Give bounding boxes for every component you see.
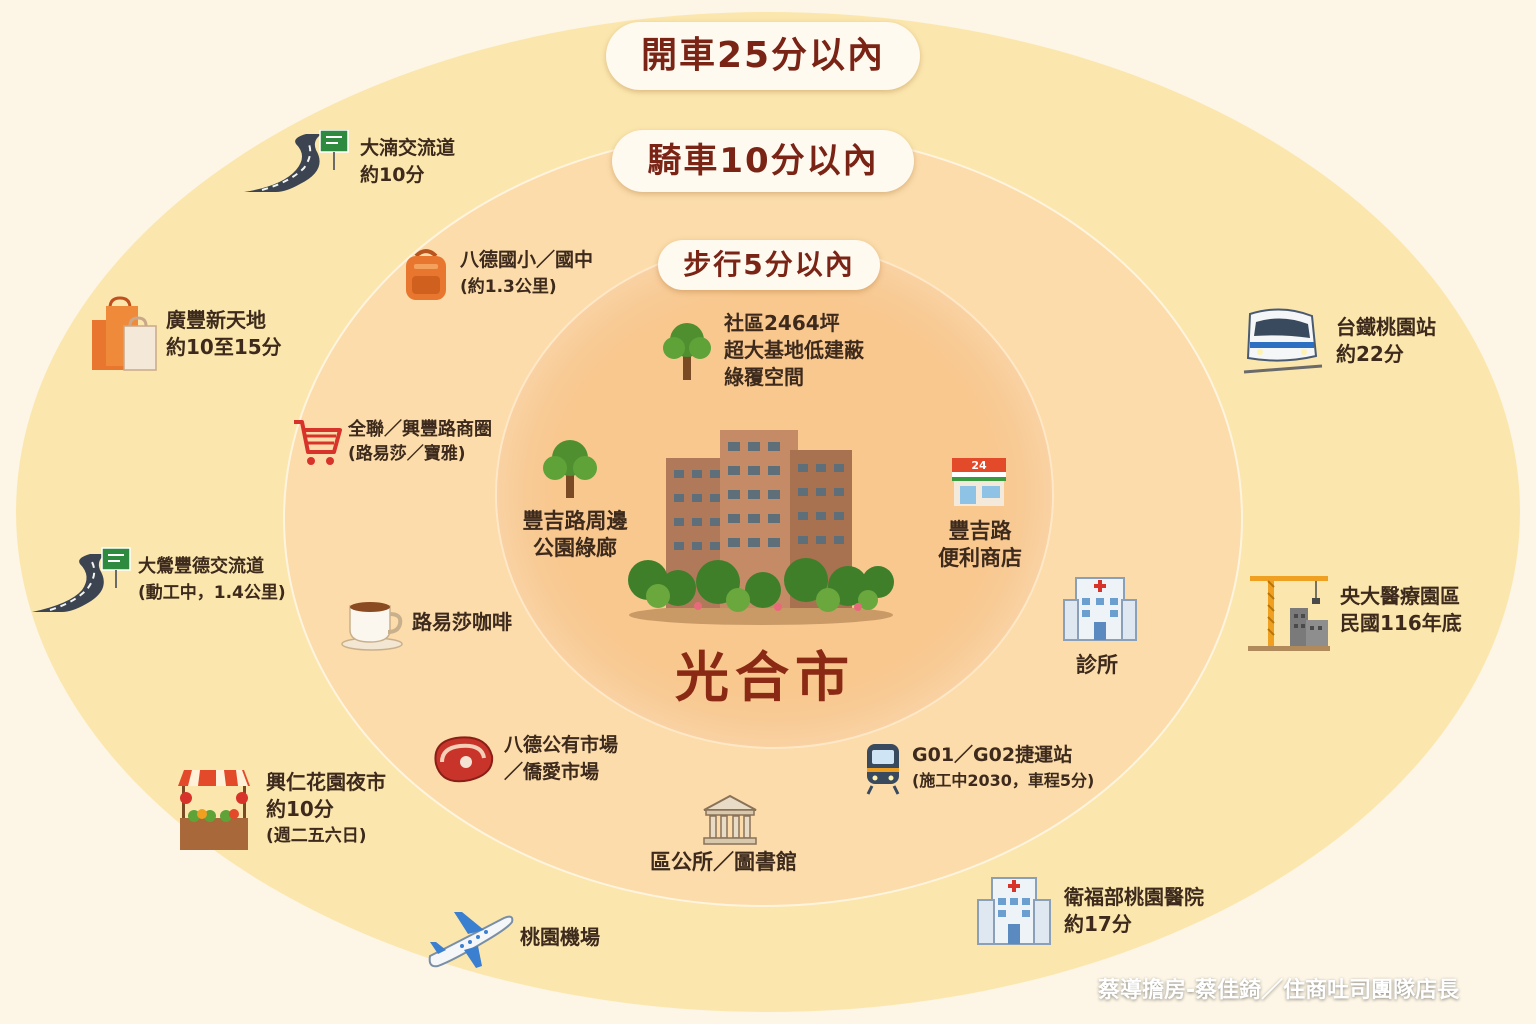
- daying-line-2: (動工中，1.4公里): [138, 583, 286, 603]
- night-market-line-3: (週二五六日): [266, 825, 367, 846]
- highway-road-icon: [32, 547, 131, 612]
- park-line-2: 公園綠廊: [533, 536, 617, 560]
- shopping-bags-icon: [92, 296, 157, 371]
- construction-crane-icon: [1248, 576, 1330, 651]
- store-label: 豐吉路 便利商店: [925, 518, 1035, 572]
- night-market-line-1: 興仁花園夜市: [266, 769, 386, 794]
- train-station-item: 台鐵桃園站 約22分: [1242, 306, 1436, 376]
- medical-park-item: 央大醫療園區 民國116年底: [1246, 568, 1462, 652]
- shopping-line-1: 廣豐新天地: [166, 308, 266, 332]
- metro-train-icon: [866, 744, 900, 795]
- night-market-line-2: 約10分: [266, 796, 334, 821]
- government-building-icon: [702, 794, 758, 846]
- train-icon: [1243, 308, 1323, 374]
- store-sign-text: 24: [971, 459, 987, 472]
- hospital-line-2: 約17分: [1064, 912, 1132, 936]
- train-line-1: 台鐵桃園站: [1336, 315, 1436, 339]
- bike-zone-label: 騎車10分以內: [612, 130, 914, 192]
- school-line-1: 八德國小／國中: [460, 249, 594, 271]
- tree-icon: [663, 322, 711, 380]
- night-market-item: 興仁花園夜市 約10分 (週二五六日): [174, 766, 386, 852]
- clinic-building-icon: [1062, 576, 1138, 642]
- school-item: 八德國小／國中 (約1.3公里): [400, 246, 593, 302]
- highway-road-icon: [244, 130, 349, 192]
- supermarket-item: 全聯／興豐路商圈 (路易莎／寶雅): [292, 416, 492, 468]
- hospital-line-1: 衛福部桃園醫院: [1064, 885, 1204, 909]
- district-office-label: 區公所／圖書館: [650, 850, 797, 874]
- community-line-1: 社區2464坪: [724, 311, 840, 335]
- market-line-1: 八德公有市場: [504, 734, 619, 756]
- store-line-2: 便利商店: [938, 546, 1022, 570]
- shopping-cart-icon: [294, 420, 342, 465]
- coffee-cup-icon: [341, 602, 403, 651]
- supermarket-line-2: (路易莎／寶雅): [348, 444, 466, 464]
- backpack-icon: [406, 249, 446, 300]
- meat-icon: [434, 736, 494, 783]
- shopping-line-2: 約10至15分: [166, 335, 282, 359]
- credit-watermark: 蔡導擔房-蔡佳錡／住商吐司團隊店長: [1098, 978, 1460, 1003]
- community-green-item: 社區2464坪 超大基地低建蔽 綠覆空間: [660, 310, 864, 391]
- cafe-item: 路易莎咖啡: [340, 592, 512, 652]
- airport-label: 桃園機場: [520, 924, 600, 949]
- walk-zone-label: 步行5分以內: [658, 240, 880, 290]
- daxi-line-1: 大湳交流道: [360, 137, 456, 159]
- airport-item: 桃園機場: [424, 904, 600, 970]
- park-label: 豐吉路周邊 公園綠廊: [515, 508, 635, 562]
- park-line-1: 豐吉路周邊: [522, 509, 628, 533]
- daying-line-1: 大鶯豐德交流道: [138, 556, 264, 577]
- market-stall-icon: [178, 770, 250, 850]
- center-title: 光合市: [675, 646, 855, 709]
- clinic-label: 診所: [1076, 653, 1118, 677]
- convenience-store-icon: 24: [950, 456, 1008, 508]
- market-item: 八德公有市場 ／僑愛市場: [430, 730, 618, 788]
- medical-park-line-2: 民國116年底: [1340, 611, 1462, 635]
- hospital-icon: [977, 877, 1051, 945]
- drive-zone-label: 開車25分以內: [606, 22, 920, 90]
- shopping-mall-item: 廣豐新天地 約10至15分: [90, 296, 282, 372]
- daxi-interchange-item: 大湳交流道 約10分: [242, 130, 455, 194]
- park-tree-icon: [540, 438, 600, 500]
- cafe-label: 路易莎咖啡: [412, 609, 512, 634]
- train-line-2: 約22分: [1336, 342, 1404, 366]
- hospital-item: 衛福部桃園醫院 約17分: [976, 876, 1204, 946]
- mrt-line-1: G01／G02捷運站: [912, 744, 1073, 766]
- market-line-2: ／僑愛市場: [504, 761, 600, 783]
- airplane-icon: [428, 912, 514, 968]
- supermarket-line-1: 全聯／興豐路商圈: [348, 419, 492, 440]
- mrt-line-2: (施工中2030，車程5分): [912, 771, 1095, 790]
- building-illustration: [628, 410, 894, 625]
- school-line-2: (約1.3公里): [460, 277, 557, 297]
- medical-park-line-1: 央大醫療園區: [1340, 584, 1460, 608]
- daxi-line-2: 約10分: [360, 164, 425, 186]
- community-line-3: 綠覆空間: [724, 365, 804, 389]
- store-line-1: 豐吉路: [948, 519, 1012, 543]
- mrt-item: G01／G02捷運站 (施工中2030，車程5分): [864, 740, 1094, 796]
- daying-interchange-item: 大鶯豐德交流道 (動工中，1.4公里): [30, 546, 286, 614]
- community-line-2: 超大基地低建蔽: [724, 338, 864, 362]
